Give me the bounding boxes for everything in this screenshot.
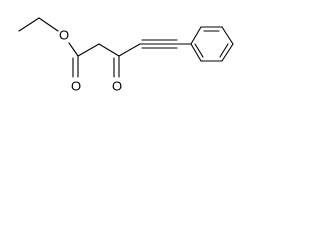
ring-bond-4 [221, 43, 234, 62]
bond-ketone-alkyne [118, 43, 141, 57]
ring-inner-bond-3 [194, 43, 204, 58]
ring-bond-6 [190, 43, 202, 62]
ring-bond-1 [190, 26, 202, 45]
atom-ester-carbonyl-oxygen: O [71, 79, 81, 94]
bond-ch3-ch2 [18, 17, 40, 32]
phenyl-ring [190, 26, 234, 62]
chemical-structure-diagram: O O O [18, 17, 234, 94]
bond-ester-oxygen-carbonyl-carbon [68, 42, 79, 57]
atom-ketone-oxygen: O [112, 79, 122, 94]
atom-ester-oxygen: O [59, 28, 69, 43]
ring-inner-bond-2 [219, 43, 229, 58]
bond-carbonyl-ch2 [77, 43, 100, 57]
bond-ch2-ketone-carbon [98, 43, 120, 57]
bond-ch2-ester-oxygen [38, 17, 59, 32]
ring-bond-3 [221, 26, 234, 45]
